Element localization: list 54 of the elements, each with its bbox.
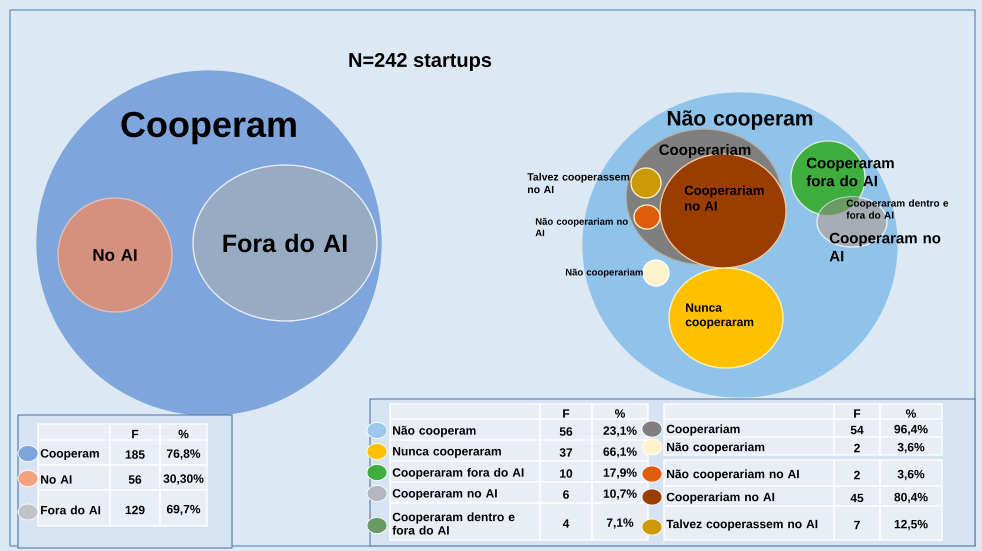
table-cell: 17,9%	[591, 460, 649, 483]
circle-label: Talvez cooperassem no AI	[527, 172, 630, 194]
circle-label: Cooperariam no AI	[684, 185, 764, 211]
table-cell: 37	[539, 439, 593, 462]
chart-title: N=242 startups	[349, 52, 492, 72]
table-cell: 2	[833, 436, 881, 456]
ellipse	[633, 204, 661, 230]
circle-label: Cooperam	[121, 112, 296, 144]
table-cell: 7,1%	[591, 502, 649, 541]
table-cell: 80,4%	[879, 485, 943, 507]
circle-label: Cooperaram no AI	[830, 232, 940, 262]
table-cell: 56	[109, 464, 161, 491]
table-cell: 69,7%	[159, 489, 208, 527]
circle-label: Fora do AI	[223, 234, 346, 252]
ellipse	[668, 267, 784, 369]
table-cell: 76,8%	[159, 439, 208, 466]
table-cell: Cooperam	[37, 439, 111, 466]
table-cell: 129	[109, 489, 161, 527]
table-cell: 7	[833, 505, 881, 541]
table-header-cell: F	[109, 423, 161, 441]
circle	[57, 197, 173, 313]
table-cell: 12,5%	[879, 505, 943, 541]
circle	[630, 167, 662, 199]
circle-label: Não cooperam	[668, 110, 812, 130]
table-header-cell: F	[539, 403, 593, 420]
table-cell: 96,4%	[879, 418, 943, 438]
table-cell: 4	[539, 502, 593, 541]
table-header-cell: %	[879, 403, 943, 420]
table-header-cell: %	[591, 403, 649, 420]
table-cell: 6	[539, 481, 593, 504]
table-cell: 3,6%	[879, 436, 943, 456]
circle-label: Nunca cooperaram	[686, 303, 754, 329]
circle-label: Cooperariam	[659, 144, 750, 158]
circle	[642, 259, 670, 287]
table-cell: 54	[833, 418, 881, 438]
table-cell: 45	[833, 485, 881, 507]
table-cell: 10	[539, 460, 593, 483]
table-cell: No AI	[37, 464, 111, 491]
circle-label: Não cooperariam	[566, 268, 643, 278]
table-cell: 23,1%	[591, 418, 649, 441]
table-cell: Fora do AI	[37, 489, 111, 527]
table-header-cell: F	[833, 403, 881, 420]
annotation: Cooperaram dentro e fora do AI	[846, 199, 948, 219]
table-cell: 66,1%	[591, 439, 649, 462]
table-cell: 56	[539, 418, 593, 441]
table-cell: 30,30%	[159, 464, 208, 491]
table-cell: 10,7%	[591, 481, 649, 504]
table-cell: 185	[109, 439, 161, 466]
table-cell: 3,6%	[879, 459, 943, 487]
table-cell: 2	[833, 459, 881, 487]
circle-label: Não cooperariam no AI	[536, 218, 628, 236]
circle-label: No AI	[93, 249, 137, 261]
table-header-cell: %	[159, 423, 208, 441]
ellipse	[192, 164, 378, 322]
